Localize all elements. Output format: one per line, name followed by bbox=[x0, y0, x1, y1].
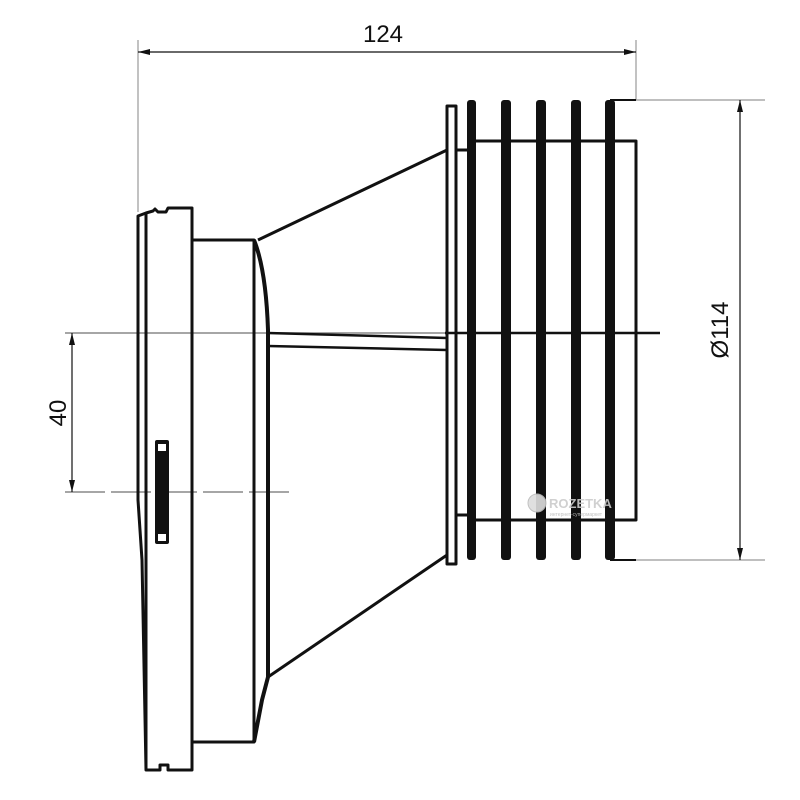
dimension-diameter-label: Ø114 bbox=[707, 302, 734, 359]
sealing-ribs bbox=[467, 100, 615, 560]
collar-plate bbox=[445, 104, 458, 566]
dimension-diameter bbox=[610, 99, 765, 561]
rozetka-logo-icon bbox=[527, 493, 547, 513]
dimension-length-label: 124 bbox=[363, 21, 403, 48]
socket-curve bbox=[252, 239, 270, 743]
outlet-pipe bbox=[467, 139, 638, 522]
dimension-length bbox=[137, 40, 637, 212]
rib bbox=[536, 100, 546, 560]
flange-slot bbox=[155, 440, 169, 544]
rib bbox=[571, 100, 581, 560]
watermark-tagline: интернет-супермаркет bbox=[550, 512, 603, 518]
socket-block bbox=[192, 238, 256, 744]
rib bbox=[605, 100, 615, 560]
rib bbox=[501, 100, 511, 560]
rib bbox=[467, 100, 476, 560]
dimension-offset-label: 40 bbox=[45, 400, 72, 427]
cone-top bbox=[257, 148, 448, 242]
watermark-brand: ROZETKA bbox=[549, 496, 612, 511]
fitting-body bbox=[136, 99, 660, 772]
cone-bottom bbox=[267, 553, 448, 679]
rozetka-watermark: ROZETKA интернет-супермаркет bbox=[527, 493, 612, 518]
